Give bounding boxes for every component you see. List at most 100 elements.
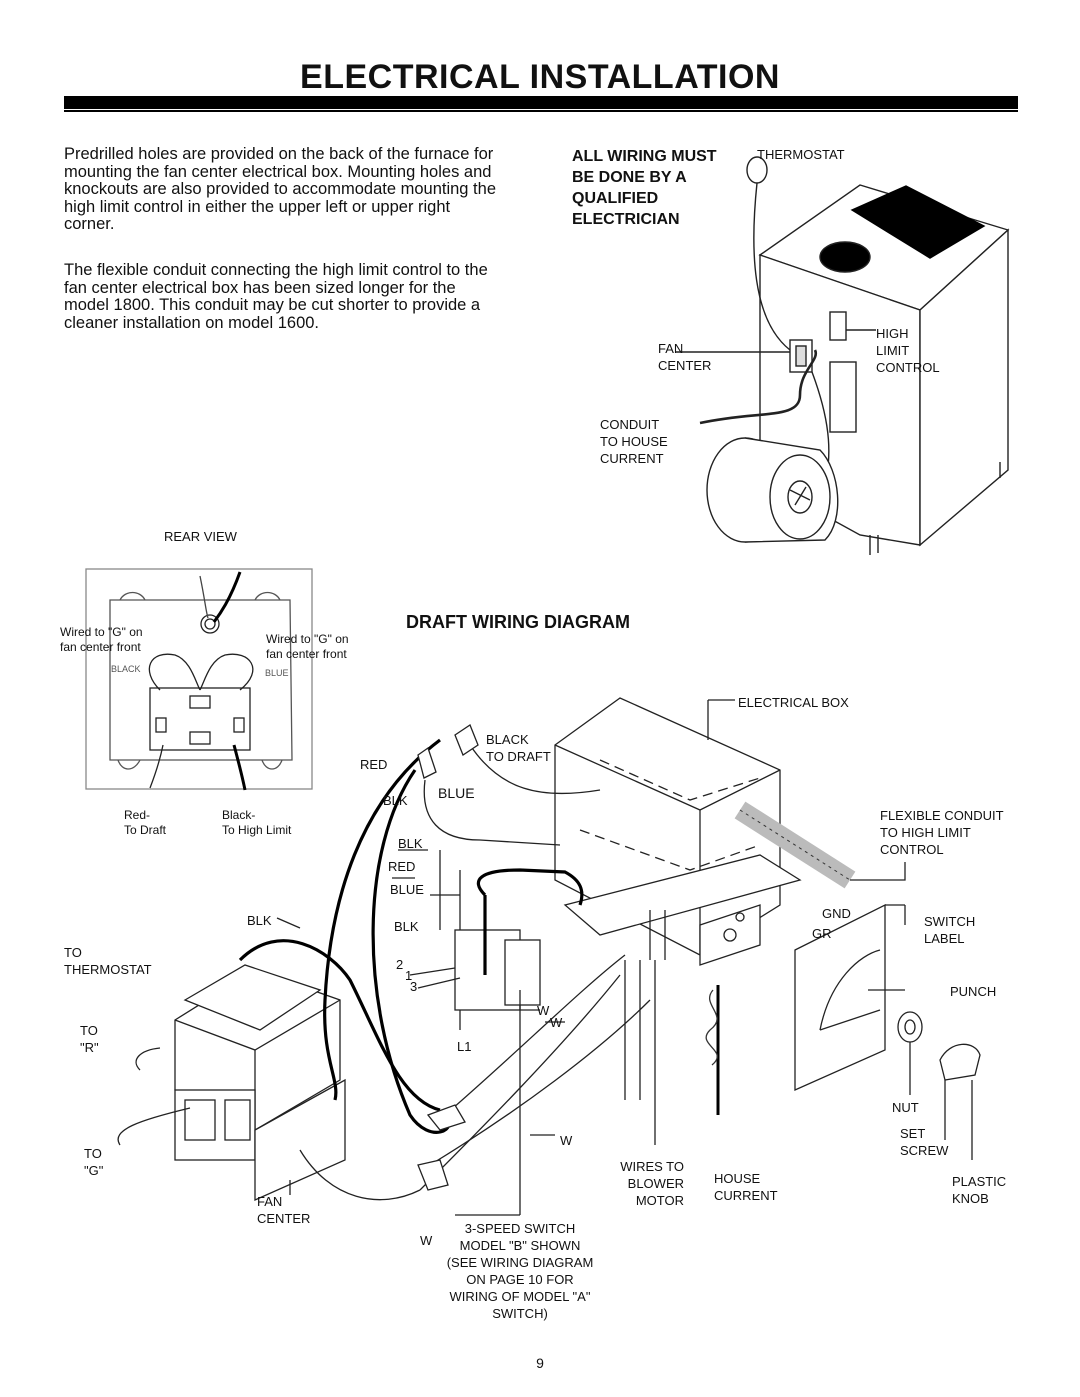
rear-view-left-note: Wired to "G" on fan center front bbox=[60, 625, 143, 655]
intro-paragraph-2: The flexible conduit connecting the high… bbox=[64, 261, 488, 332]
label-line: KNOB bbox=[952, 1191, 989, 1206]
qualified-electrician-warning: ALL WIRING MUST BE DONE BY A QUALIFIED E… bbox=[572, 146, 717, 230]
title-rule-thin bbox=[64, 110, 1018, 112]
label-line: TO bbox=[64, 945, 82, 960]
black-to-draft-label: BLACK TO DRAFT bbox=[486, 731, 551, 765]
terminal-1-label: 1 bbox=[405, 968, 413, 983]
label-line: FLEXIBLE CONDUIT bbox=[880, 808, 1004, 823]
set-screw-label: SET SCREW bbox=[900, 1125, 948, 1159]
label-line: HOUSE bbox=[714, 1171, 761, 1186]
warning-line: QUALIFIED bbox=[572, 190, 659, 207]
conduit-line: TO HOUSE bbox=[600, 434, 668, 449]
label-line: PLASTIC bbox=[952, 1174, 1007, 1189]
blue-wire-label-mid: BLUE bbox=[390, 882, 424, 897]
fan-center-draft-label: FAN CENTER bbox=[257, 1193, 310, 1227]
label-line: BLACK bbox=[486, 732, 529, 747]
switch-label-label: SWITCH LABEL bbox=[924, 913, 975, 947]
intro-paragraph-1: Predrilled holes are provided on the bac… bbox=[64, 145, 496, 233]
conduit-label: CONDUIT TO HOUSE CURRENT bbox=[600, 416, 668, 467]
to-thermostat-label: TO THERMOSTAT bbox=[64, 944, 152, 978]
page-number: 9 bbox=[536, 1355, 544, 1371]
blue-wire-label-top: BLUE bbox=[438, 785, 475, 801]
note-line: Wired to "G" on bbox=[60, 625, 143, 639]
electrical-box-label: ELECTRICAL BOX bbox=[738, 695, 849, 710]
label-line: "G" bbox=[84, 1163, 104, 1178]
rear-view-right-note: Wired to "G" on fan center front bbox=[266, 632, 349, 662]
black-to-high-limit-label: Black- To High Limit bbox=[222, 808, 291, 838]
red-wire-label-top: RED bbox=[360, 757, 388, 772]
high-limit-line: CONTROL bbox=[876, 360, 940, 375]
wires-to-blower-label: WIRES TO BLOWER MOTOR bbox=[590, 1158, 684, 1209]
label-line: To Draft bbox=[124, 823, 167, 837]
nut-label: NUT bbox=[892, 1100, 919, 1115]
label-line: MOTOR bbox=[635, 1193, 684, 1208]
label-line: Black- bbox=[222, 808, 256, 822]
w-label-2: W bbox=[550, 1015, 563, 1030]
conduit-line: CONDUIT bbox=[600, 417, 660, 432]
furnace-illustration bbox=[676, 156, 1010, 555]
label-line: 3-SPEED SWITCH bbox=[464, 1221, 576, 1236]
blue-wire-tag: BLUE bbox=[265, 668, 289, 678]
warning-line: BE DONE BY A bbox=[572, 169, 687, 186]
high-limit-label: HIGH LIMIT CONTROL bbox=[876, 325, 940, 376]
note-line: fan center front bbox=[266, 647, 347, 661]
label-line: CURRENT bbox=[714, 1188, 778, 1203]
fan-center-label: FAN CENTER bbox=[658, 340, 711, 374]
plastic-knob-label: PLASTIC KNOB bbox=[952, 1173, 1006, 1207]
note-line: Wired to "G" on bbox=[266, 632, 349, 646]
fan-center-line: FAN bbox=[658, 341, 684, 356]
label-line: TO HIGH LIMIT bbox=[880, 825, 971, 840]
terminal-3-label: 3 bbox=[410, 979, 418, 994]
warning-line: ELECTRICIAN bbox=[572, 211, 680, 228]
blk-wire-label-left: BLK bbox=[247, 913, 272, 928]
blk-switch-label: BLK bbox=[394, 919, 419, 934]
w-label-1: W bbox=[537, 1003, 550, 1018]
w-label-4: W bbox=[420, 1233, 433, 1248]
warning-line: ALL WIRING MUST bbox=[572, 148, 717, 165]
label-line: (SEE WIRING DIAGRAM bbox=[446, 1255, 594, 1270]
terminal-2-label: 2 bbox=[396, 957, 404, 972]
label-line: SET bbox=[900, 1126, 926, 1141]
blk-wire-label-top: BLK bbox=[383, 793, 408, 808]
rear-view-title: REAR VIEW bbox=[164, 529, 237, 544]
label-line: SCREW bbox=[900, 1143, 949, 1158]
label-line: ON PAGE 10 FOR bbox=[466, 1272, 574, 1287]
label-line: CENTER bbox=[257, 1211, 311, 1226]
blk-wire-label-mid: BLK bbox=[398, 836, 423, 851]
label-line: LABEL bbox=[924, 931, 965, 946]
draft-wiring-illustration bbox=[117, 697, 981, 1216]
gr-label: GR bbox=[812, 926, 832, 941]
label-line: CONTROL bbox=[880, 842, 944, 857]
note-line: fan center front bbox=[60, 640, 141, 654]
l1-label: L1 bbox=[457, 1039, 472, 1054]
draft-wiring-heading: DRAFT WIRING DIAGRAM bbox=[406, 612, 630, 632]
red-wire-label-mid: RED bbox=[388, 859, 416, 874]
w-label-3: W bbox=[560, 1133, 573, 1148]
black-wire-tag: BLACK bbox=[111, 664, 141, 674]
conduit-line: CURRENT bbox=[600, 451, 664, 466]
fan-center-line: CENTER bbox=[658, 358, 712, 373]
label-line: WIRING OF MODEL "A" bbox=[449, 1289, 591, 1304]
page-title: ELECTRICAL INSTALLATION bbox=[300, 58, 780, 96]
label-line: WIRES TO bbox=[620, 1159, 684, 1174]
gnd-label: GND bbox=[822, 906, 851, 921]
thermostat-label: THERMOSTAT bbox=[757, 147, 845, 162]
title-rule bbox=[64, 96, 1018, 109]
high-limit-line: LIMIT bbox=[876, 343, 910, 358]
rear-view-illustration bbox=[85, 568, 313, 791]
to-r-label: TO "R" bbox=[80, 1022, 99, 1056]
label-line: MODEL "B" SHOWN bbox=[459, 1238, 581, 1253]
high-limit-line: HIGH bbox=[876, 326, 909, 341]
label-line: SWITCH bbox=[924, 914, 976, 929]
label-line: THERMOSTAT bbox=[64, 962, 152, 977]
red-to-draft-label: Red- To Draft bbox=[124, 808, 166, 838]
to-g-label: TO "G" bbox=[84, 1145, 103, 1179]
label-line: TO bbox=[80, 1023, 98, 1038]
label-line: Red- bbox=[124, 808, 151, 822]
label-line: "R" bbox=[80, 1040, 99, 1055]
label-line: SWITCH) bbox=[492, 1306, 548, 1321]
label-line: TO bbox=[84, 1146, 102, 1161]
label-line: To High Limit bbox=[222, 823, 292, 837]
label-line: FAN bbox=[257, 1194, 283, 1209]
